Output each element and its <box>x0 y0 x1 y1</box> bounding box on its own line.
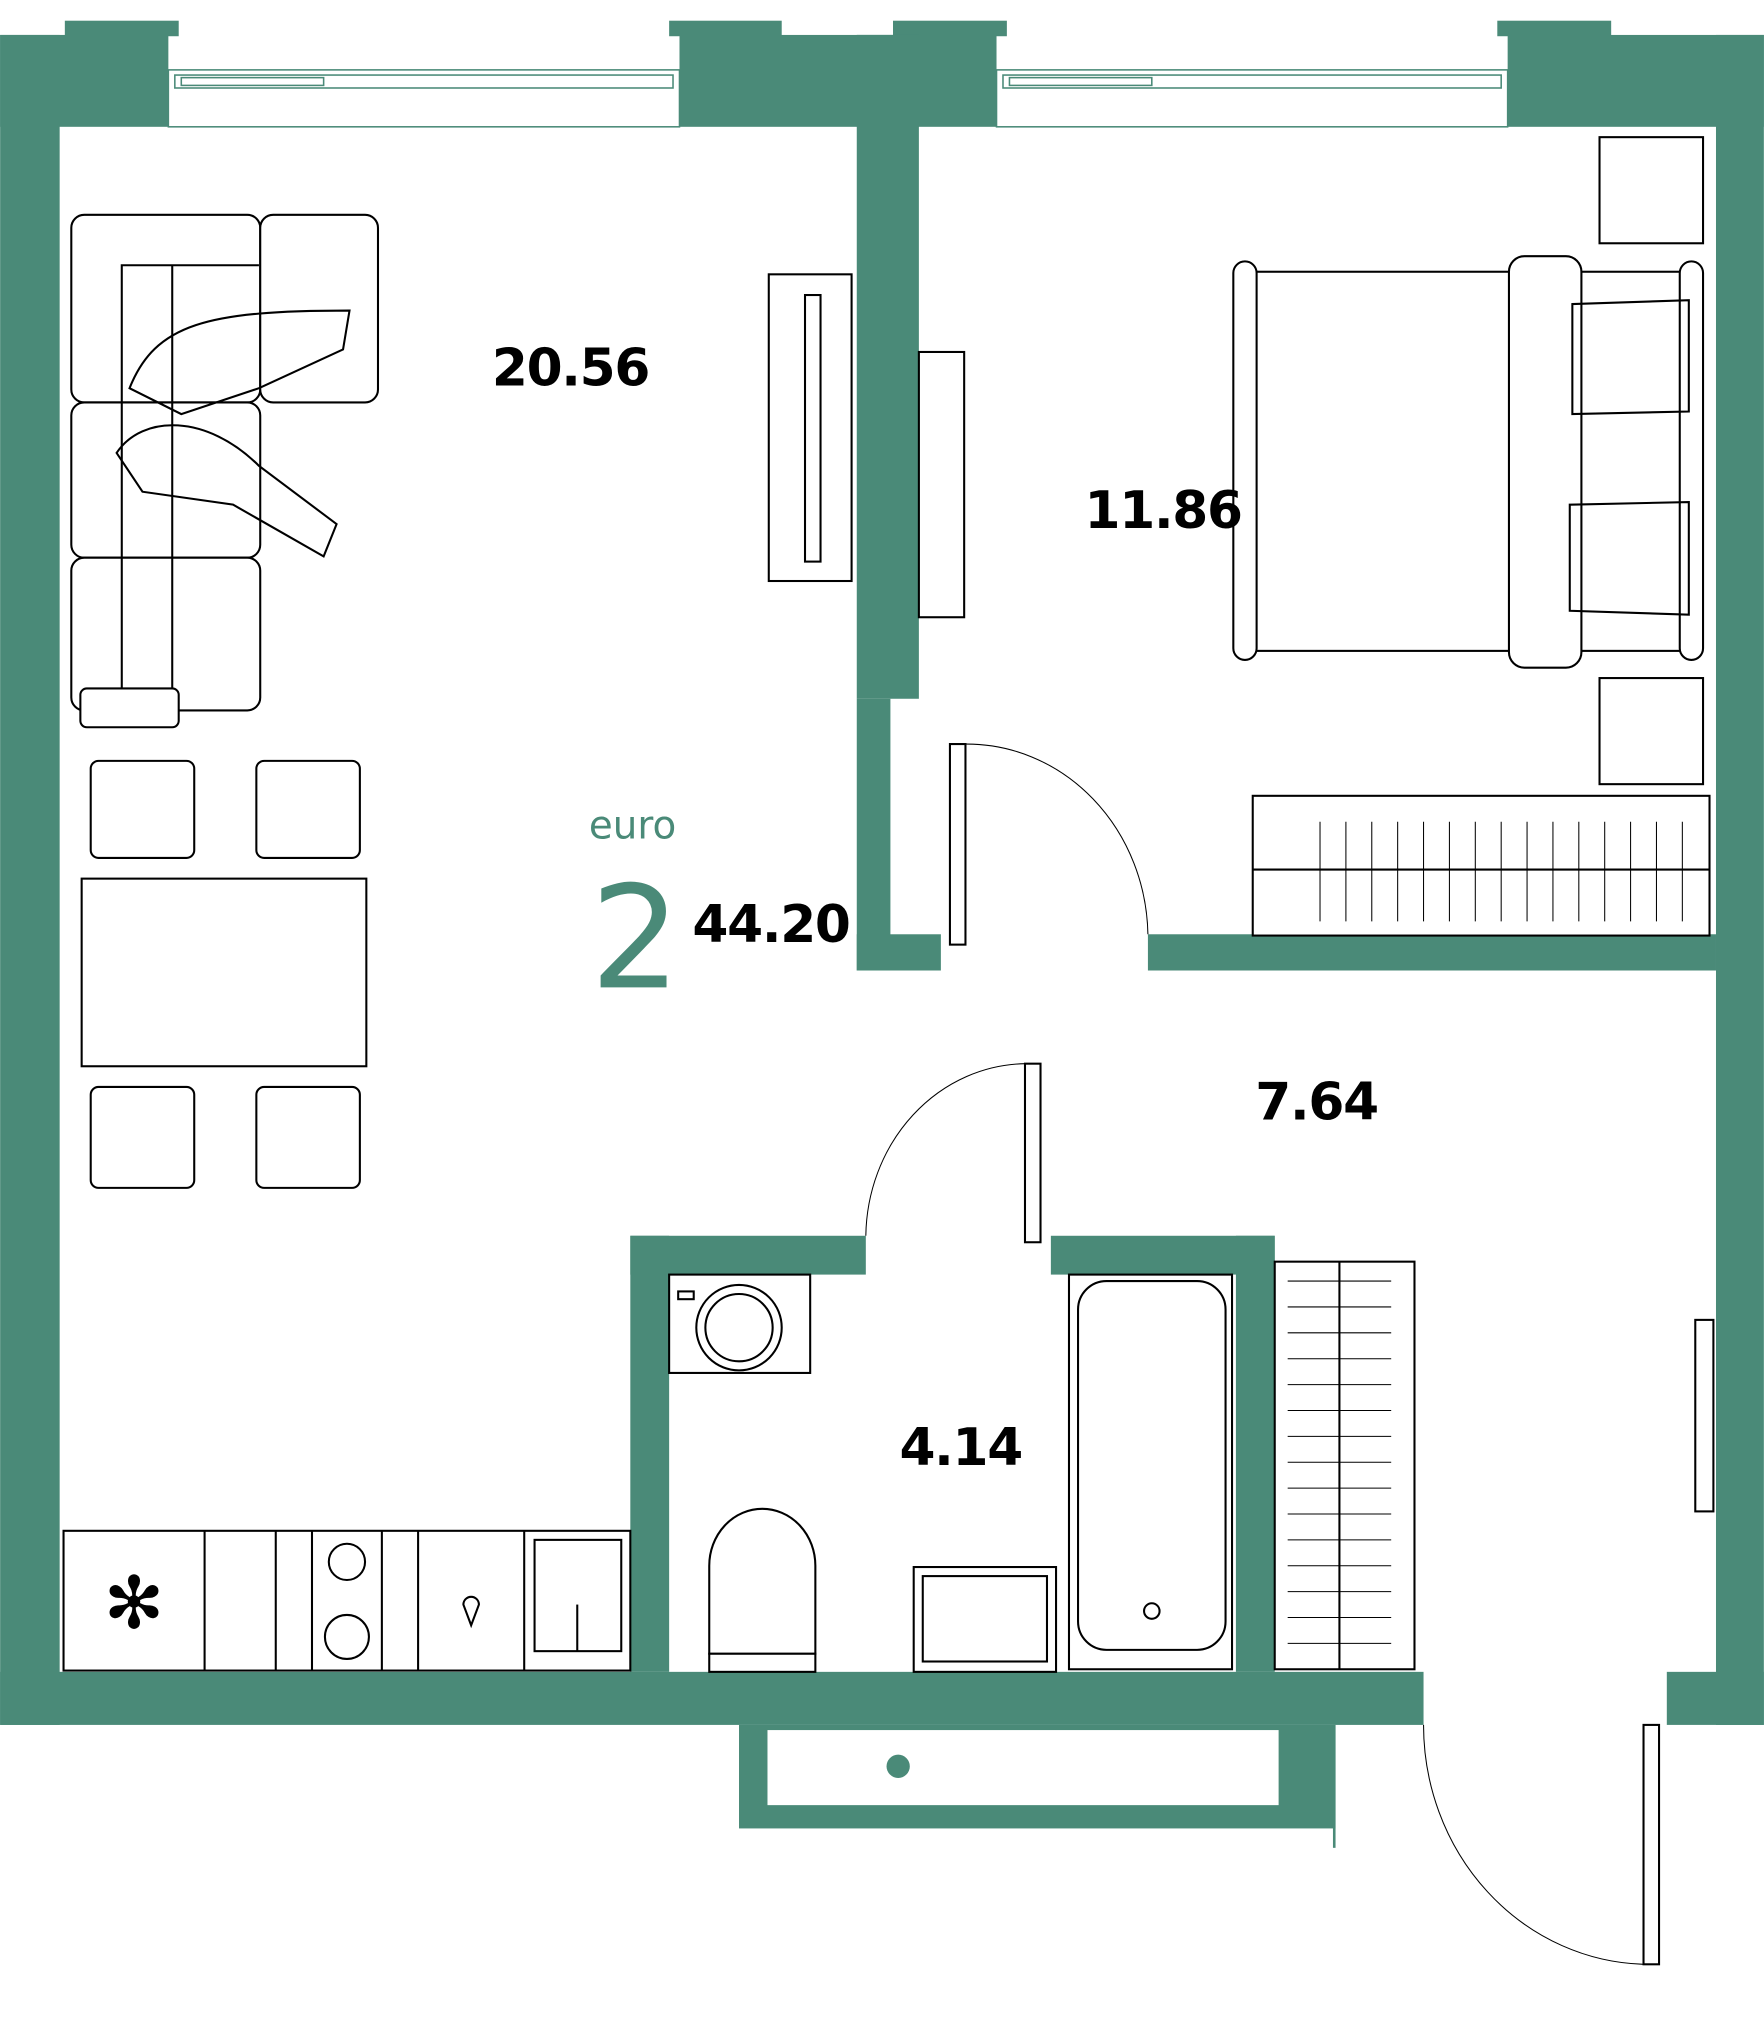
kitchen-counter: ✻ <box>62 1529 632 1672</box>
walls <box>0 20 1764 1848</box>
total-area: 44.20 <box>692 895 849 955</box>
apartment-type-label: euro <box>589 804 676 849</box>
bedroom-furniture <box>917 136 1715 1671</box>
room-area-bedroom: 11.86 <box>1085 481 1242 541</box>
snowflake-icon: ✻ <box>104 1563 165 1644</box>
room-area-living: 20.56 <box>492 339 649 399</box>
windows <box>167 69 1509 128</box>
room-area-bathroom: 4.14 <box>899 1418 1022 1478</box>
wardrobe-hangers <box>1319 821 1683 922</box>
bathroom-fixtures <box>668 1273 1234 1673</box>
labels: 20.56 11.86 7.64 4.14 euro 2 44.20 <box>492 339 1379 1478</box>
room-area-hallway: 7.64 <box>1255 1072 1378 1132</box>
doors <box>865 743 1661 1966</box>
rooms-count: 2 <box>590 855 681 1021</box>
living-furniture <box>70 213 853 1189</box>
